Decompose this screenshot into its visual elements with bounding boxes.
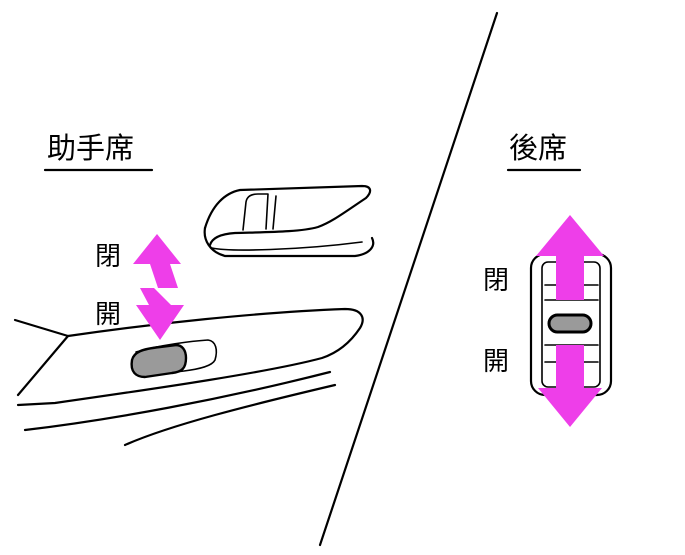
front-open-label: 開 bbox=[95, 300, 121, 330]
rear-seat-section: 後席 閉 開 bbox=[483, 131, 613, 427]
front-window-switch[interactable] bbox=[130, 343, 188, 379]
door-handle-illustration bbox=[203, 184, 375, 258]
section-divider bbox=[318, 11, 499, 547]
rear-close-label: 閉 bbox=[483, 266, 509, 296]
front-passenger-section: 助手席 閉 開 bbox=[13, 131, 375, 447]
rear-double-arrow-icon bbox=[536, 215, 604, 427]
rear-open-label: 開 bbox=[483, 347, 509, 377]
door-trim-illustration bbox=[13, 307, 364, 447]
front-close-label: 閉 bbox=[95, 242, 121, 272]
front-double-arrow-icon bbox=[133, 234, 184, 340]
rear-window-switch[interactable] bbox=[547, 313, 593, 334]
rear-seat-title: 後席 bbox=[509, 131, 567, 165]
front-passenger-title: 助手席 bbox=[47, 131, 134, 165]
